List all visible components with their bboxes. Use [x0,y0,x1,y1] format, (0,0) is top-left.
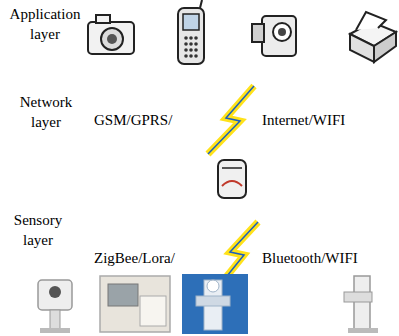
camera-icon [88,22,134,54]
protocol-label: Internet/WIFI [262,110,345,130]
layer-name: Sensory layer [0,210,76,250]
phone-keypad [184,36,198,58]
printer-side [374,32,396,62]
video-camera-screen [252,24,264,42]
layer-name: Network layer [6,92,86,132]
printer-front [350,34,374,62]
protocol-label: Bluetooth/WIFI [262,248,358,268]
protocol-label: ZigBee/Lora/ [94,248,175,268]
phone-screen [183,14,199,30]
phone-antenna [200,0,202,8]
gateway-signal [222,181,242,186]
video-camera-icon [262,16,296,56]
camera-flash [96,15,110,23]
printer-paper [356,12,386,30]
medical-device-1 [38,280,72,333]
phone-icon [178,8,204,64]
video-camera-lens-center [278,28,286,36]
layer-name: Application layer [2,4,88,44]
medical-device-4 [344,276,378,333]
video-camera-lens [273,23,291,41]
medical-device-3 [182,274,248,334]
gateway-device [218,160,246,198]
medical-device-2 [100,276,170,332]
wireless-bolt-core [208,86,254,154]
camera-lens [101,28,123,50]
gateway-slot [222,167,242,169]
wireless-bolt [208,86,254,154]
protocol-label: GSM/GPRS/ [94,110,172,130]
camera-lens-center [107,34,117,44]
